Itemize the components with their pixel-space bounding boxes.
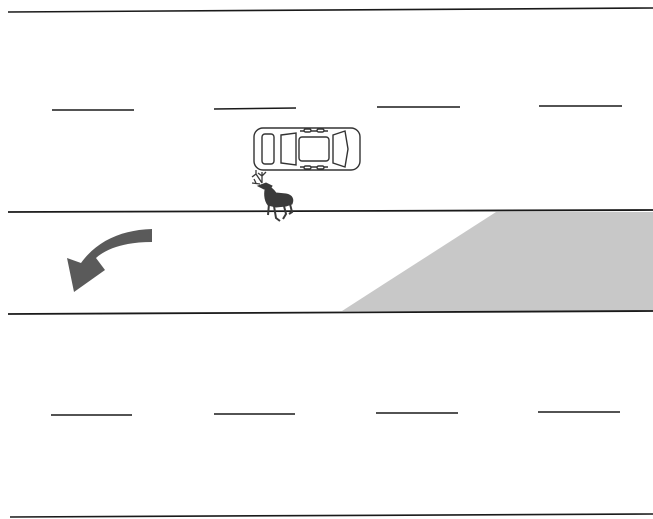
- deer-legs: [267, 203, 294, 222]
- lower-lane-divider: [51, 411, 620, 416]
- car-door-handle: [316, 165, 325, 170]
- deer-antlers: [251, 170, 267, 185]
- road-edge-bottom: [9, 513, 653, 518]
- car-windshield: [332, 130, 349, 168]
- upper-lane-divider: [52, 105, 622, 111]
- car-rear-window: [261, 133, 275, 165]
- deer-body: [264, 185, 294, 208]
- turn-lane-line-upper: [7, 209, 653, 213]
- road-edge-top: [7, 7, 653, 13]
- car-door-handle: [303, 128, 312, 133]
- car-cabin: [280, 132, 297, 166]
- car-door-handle: [303, 165, 312, 170]
- deer-icon: [251, 170, 294, 222]
- car-icon: [253, 127, 361, 171]
- turn-lane-gore-area: [342, 212, 653, 311]
- lane-dash: [213, 107, 297, 110]
- car-door-handle: [316, 128, 325, 133]
- turn-lane-line-lower: [7, 310, 653, 315]
- left-turn-arrow-icon: [67, 229, 152, 292]
- car-roof: [298, 136, 330, 162]
